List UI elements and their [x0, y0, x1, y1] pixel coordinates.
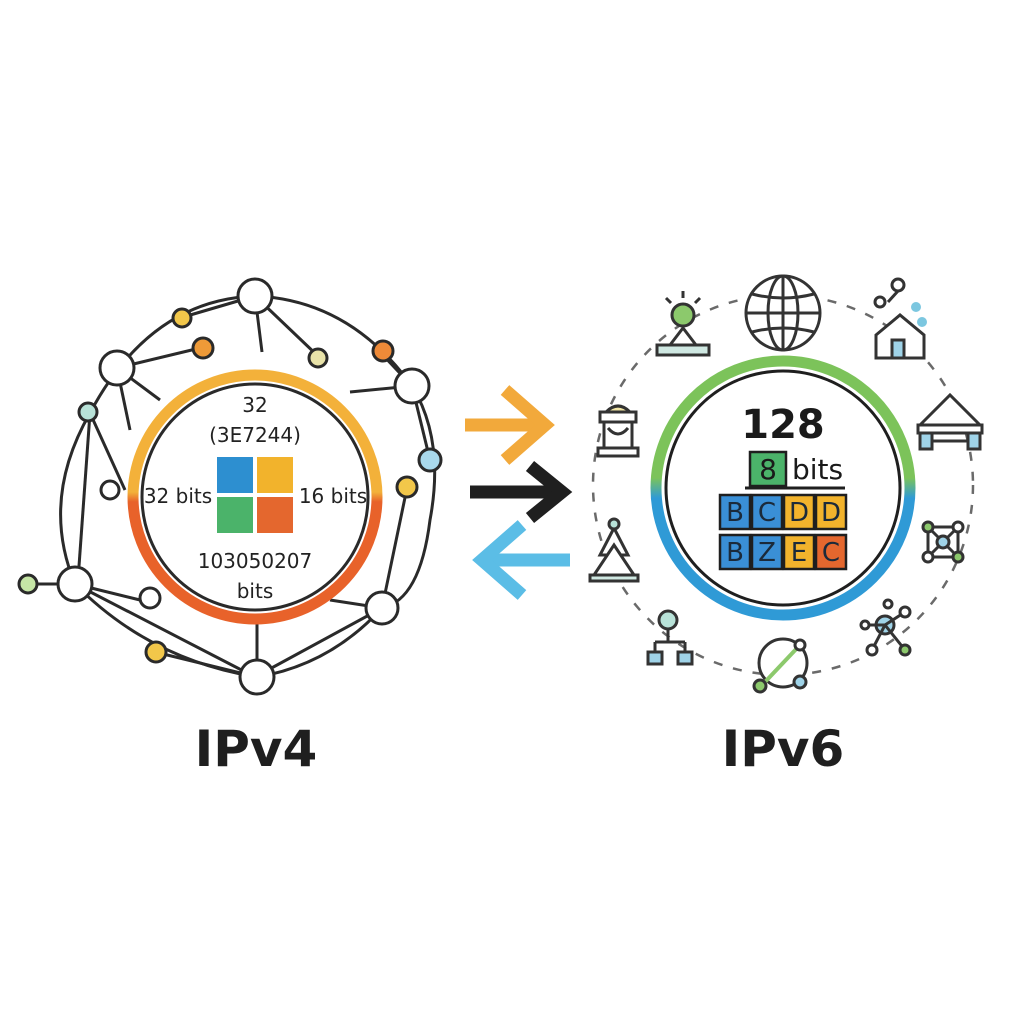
kiosk-icon	[596, 404, 640, 458]
ipv4-center-line2: (3E7244)	[209, 423, 301, 447]
ipv6-grid-letter: Z	[758, 538, 776, 568]
satellite-dish-icon	[752, 637, 809, 694]
arrow-right-icon	[465, 385, 555, 465]
arrows	[465, 385, 573, 600]
ipv4-ring	[127, 369, 383, 625]
network-cluster-icon	[859, 598, 912, 657]
ipv4-node	[56, 565, 94, 603]
ipv4-block	[217, 497, 253, 533]
ipv4-node	[395, 475, 419, 499]
ipv4-block	[257, 457, 293, 493]
ipv4-node	[417, 447, 443, 473]
ipv4-block	[257, 497, 293, 533]
ipv4-node	[236, 277, 274, 315]
ipv4-node	[371, 339, 395, 363]
ipv6-small-block	[748, 450, 788, 488]
ipv4-ring-inner	[140, 382, 370, 612]
ipv4-node	[17, 573, 39, 595]
ipv4-node	[238, 658, 276, 696]
ipv4-node	[307, 347, 329, 369]
home-network-icon	[873, 277, 927, 360]
ipv4-node	[171, 307, 193, 329]
ipv6-grid-letter: B	[726, 498, 744, 528]
ipv6-grid-cell	[718, 493, 752, 531]
ipv4-right-label: 16 bits	[299, 484, 367, 508]
tree-icon	[588, 517, 640, 583]
ipv6-orbit	[591, 293, 975, 677]
ipv6-grid-cell	[750, 533, 784, 571]
ipv6-grid-letter: B	[726, 538, 744, 568]
ipv6-grid-letter: C	[758, 498, 776, 528]
ipv4-bottom-line2: bits	[237, 579, 274, 603]
ipv6-small-block-label: 8	[759, 453, 777, 486]
ipv4-bottom-line1: 103050207	[198, 549, 313, 573]
arrow-left-icon	[472, 520, 570, 600]
ipv6-ring-inner	[664, 369, 902, 607]
ipv6-grid-letter: E	[791, 538, 807, 568]
arrow-right-icon	[470, 460, 573, 524]
ipv4-nodes	[17, 277, 443, 696]
ipv4-label: IPv4	[195, 720, 318, 778]
ipv4-node	[138, 586, 162, 610]
ipv4-node	[393, 367, 431, 405]
ipv6-bits-label: bits	[792, 453, 843, 486]
globe-icon	[744, 274, 822, 352]
ipv4-node	[77, 401, 99, 423]
ipv4-left-label: 32 bits	[144, 484, 212, 508]
ipv6-grid-cell	[782, 533, 816, 571]
ipv6-label: IPv6	[722, 720, 845, 778]
ipv6-grid-cell	[750, 493, 784, 531]
ipv4-node	[144, 640, 168, 664]
ipv6-grid-cell	[814, 493, 848, 531]
satellite-icon	[655, 291, 711, 357]
hierarchy-icon	[646, 609, 694, 666]
ipv6-grid-cell	[782, 493, 816, 531]
ipv4-center-line1: 32	[242, 393, 267, 417]
ipv6-grid-letter: D	[789, 498, 809, 528]
ipv4-node	[98, 349, 136, 387]
ipv4-blocks	[217, 457, 293, 533]
ipv6-grid-cell	[718, 533, 752, 571]
network-node-icon	[921, 520, 965, 564]
ipv4-node	[99, 479, 121, 501]
ipv6-grid-letter: C	[822, 538, 840, 568]
ipv6-number: 128	[741, 402, 825, 448]
ipv6-grid-letter: D	[821, 498, 841, 528]
building-icon	[916, 392, 984, 451]
ipv4-block	[217, 457, 253, 493]
ipv4-node	[191, 336, 215, 360]
ipv6-grid-cell	[814, 533, 848, 571]
ipv4-node	[364, 590, 400, 626]
